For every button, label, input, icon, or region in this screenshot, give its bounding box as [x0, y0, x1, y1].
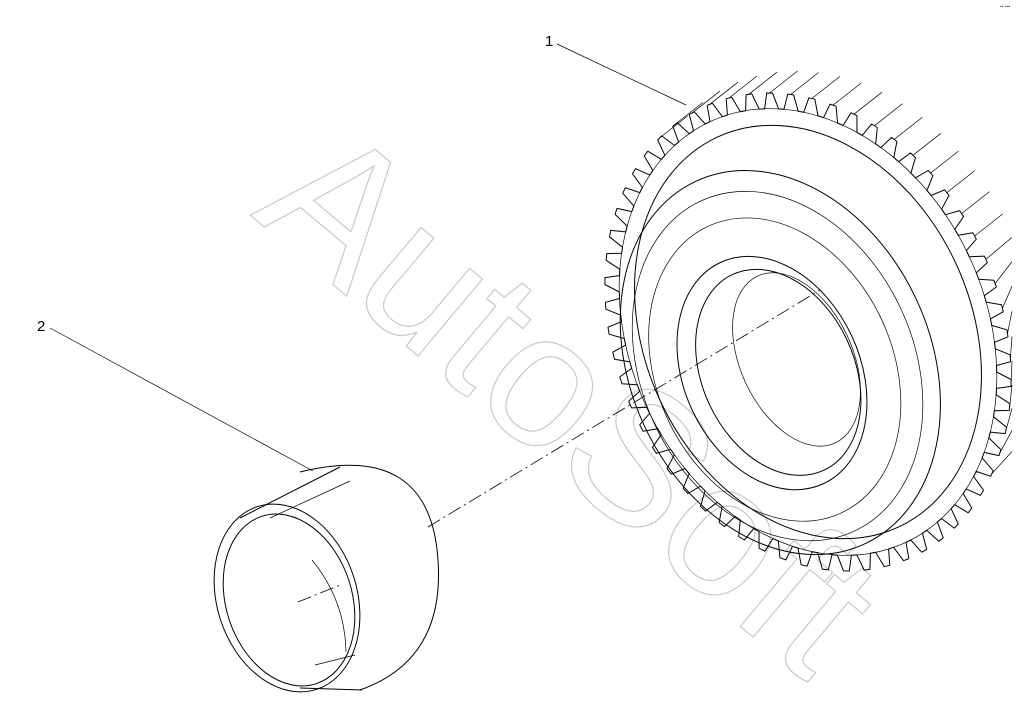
gear-helix-line: [728, 75, 758, 99]
gear-helix-line: [811, 76, 841, 99]
gear-helix-line: [1010, 336, 1013, 359]
bushing-part: [213, 464, 440, 693]
gear-helix-line: [930, 150, 959, 174]
corner-mark: ▪▪ ▪▪▪: [1000, 4, 1010, 10]
callout-1: 1: [545, 33, 687, 106]
gear-helix-line: [659, 115, 688, 139]
gear-helix-line: [1010, 360, 1013, 383]
gear-helix-line: [769, 70, 798, 94]
callout-label-2: 2: [37, 318, 45, 335]
gear-helix-line: [1005, 408, 1013, 431]
gear-helix-line: [874, 103, 903, 126]
watermark: AutoSoft: [224, 84, 919, 715]
gear-helix-line: [1009, 385, 1013, 408]
gear-helix-line: [790, 72, 819, 95]
gear-helix-lines: [659, 70, 1013, 474]
leader-line-1: [556, 43, 687, 106]
center-axis-line: [427, 289, 821, 528]
callout-2: 2: [37, 318, 314, 472]
gear-helix-line: [691, 90, 721, 114]
gear-helix-line: [709, 82, 739, 105]
gear-helix-line: [853, 91, 883, 115]
gear-helix-line: [991, 451, 1013, 474]
gear-helix-line: [994, 261, 1013, 284]
gear-helix-line: [674, 102, 704, 125]
leader-line-2: [49, 327, 314, 472]
center-axis-line-inner: [297, 584, 341, 603]
gear-helix-line: [999, 430, 1013, 453]
gear-helix-line: [912, 133, 942, 156]
gear-helix-line: [961, 191, 990, 214]
gear-helix-line: [946, 170, 976, 193]
gear-helix-line: [985, 237, 1013, 260]
gear-helix-line: [1002, 286, 1013, 309]
gear-helix-line: [748, 71, 778, 95]
gear-helix-line: [832, 82, 862, 106]
gear-part: [604, 70, 1013, 572]
gear-helix-line: [893, 117, 923, 140]
gear-helix-line: [1007, 311, 1013, 334]
callout-label-1: 1: [545, 33, 553, 50]
gear-helix-line: [974, 213, 1003, 237]
